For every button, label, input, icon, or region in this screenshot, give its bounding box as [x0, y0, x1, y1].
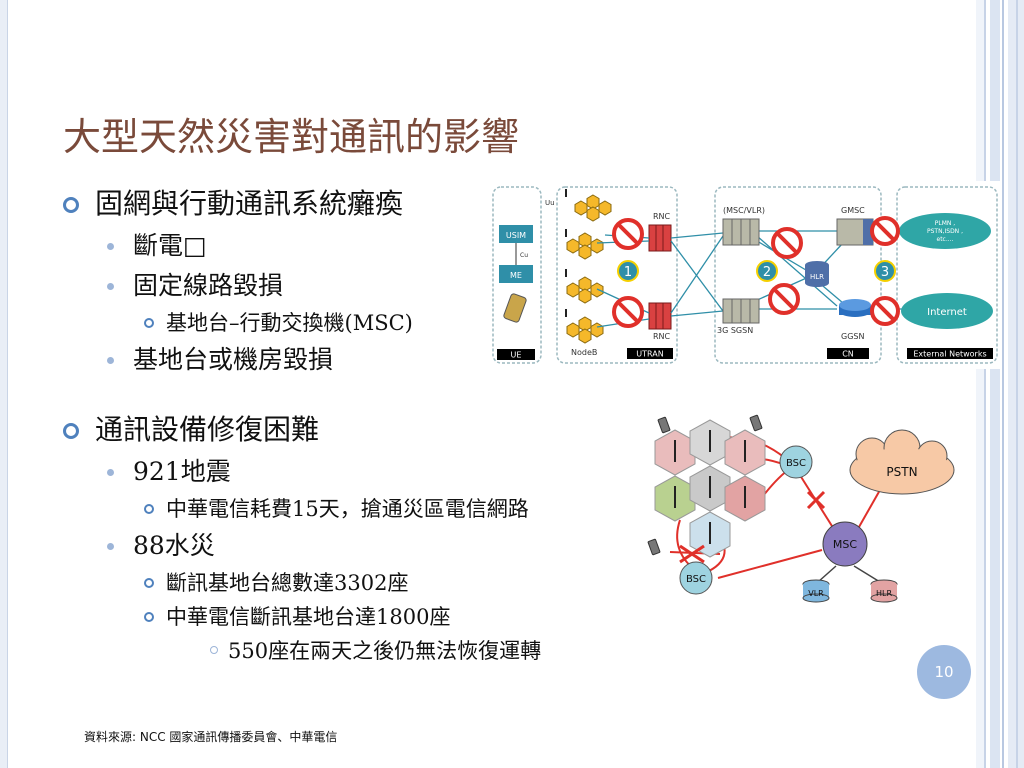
bullet-level3: 中華電信耗費15天，搶通災區電信網路 — [63, 492, 623, 526]
mobile-phone-icons — [647, 414, 763, 556]
pstn-isdn-label: PSTN,ISDN , — [927, 228, 963, 235]
phone-icon — [503, 293, 527, 323]
external-tag-label: External Networks — [913, 350, 986, 359]
bullet-dot-icon — [107, 357, 114, 364]
cn-tag-label: CN — [842, 350, 854, 359]
marker-1 — [617, 260, 639, 282]
bullet-level2: 固定線路毀損 — [63, 266, 623, 306]
bullet-ring-icon — [144, 504, 154, 514]
bullet-ring-icon — [144, 318, 154, 328]
rnc-top-rack — [648, 224, 672, 252]
gmsc-label: GMSC — [841, 206, 865, 215]
sgsn-label: 3G SGSN — [717, 326, 753, 335]
bullet-level2: 88水災 — [63, 526, 623, 566]
msc-vlr-label: (MSC/VLR) — [723, 206, 765, 215]
rnc-bottom-label: RNC — [653, 332, 671, 341]
bullet-dot-icon — [107, 469, 114, 476]
marker-3-label: 3 — [881, 265, 889, 280]
ue-tag-label: UE — [511, 351, 522, 360]
external-tag — [907, 348, 993, 359]
bullet-text: 基地台–行動交換機(MSC) — [166, 311, 413, 335]
external-group-box — [896, 186, 998, 364]
bullet-dot-icon — [107, 243, 114, 250]
slide-left-frame — [0, 0, 8, 768]
bullet-text: 基地台或機房毀損 — [133, 345, 334, 374]
utran-group-box — [556, 186, 678, 364]
slide-title: 大型天然災害對通訊的影響 — [63, 115, 520, 159]
hlr-label: HLR — [810, 273, 824, 281]
bullet-level3: 基地台–行動交換機(MSC) — [63, 306, 623, 340]
marker-1-label: 1 — [624, 265, 632, 280]
bullet-level2: 921地震 — [63, 452, 623, 492]
bullet-list: 固網與行動通訊系統癱瘓 斷電□ 固定線路毀損 基地台–行動交換機(MSC) 基地… — [63, 182, 623, 668]
bullet-level3: 中華電信斷訊基地台達1800座 — [63, 600, 623, 634]
internet-cloud — [901, 293, 993, 329]
cellular-network-diagram: BSC BSC PSTN MSC VLR HLR — [647, 414, 955, 603]
bsc-bottom-label: BSC — [686, 574, 706, 585]
bullet-ring-icon — [63, 197, 79, 213]
bullet-ring-icon — [210, 646, 218, 654]
bullet-text: 通訊設備修復困難 — [95, 413, 320, 446]
bullet-text: 固網與行動通訊系統癱瘓 — [95, 187, 404, 220]
uu-label: Uu — [545, 199, 555, 207]
bullet-text: 550座在兩天之後仍無法恢復運轉 — [228, 639, 542, 663]
plmn-label: PLMN , — [935, 220, 956, 227]
bullet-text: 斷訊基地台總數達3302座 — [166, 571, 409, 595]
bullet-text: 斷電□ — [133, 231, 207, 260]
page-number-badge: 10 — [917, 645, 971, 699]
antenna-icons — [565, 189, 567, 317]
ue-tag — [497, 349, 535, 360]
bsc-bottom-node — [679, 561, 713, 595]
marker-3 — [874, 260, 896, 282]
cut-link-x-icons — [679, 490, 826, 564]
me-box — [499, 265, 533, 283]
usim-label: USIM — [506, 231, 526, 240]
bullet-level1: 固網與行動通訊系統癱瘓 — [63, 182, 623, 226]
marker-2 — [756, 260, 778, 282]
utran-tag-label: UTRAN — [636, 350, 663, 359]
tower-icons — [674, 430, 746, 544]
ggsn-label: GGSN — [841, 332, 864, 341]
plmn-cloud — [899, 213, 991, 249]
me-label: ME — [510, 271, 522, 280]
usim-box — [499, 225, 533, 243]
vlr-label: VLR — [808, 589, 824, 598]
bullet-text: 固定線路毀損 — [133, 271, 284, 300]
bullet-ring-icon — [144, 578, 154, 588]
stop-sign-icons — [612, 216, 900, 328]
bullet-dot-icon — [107, 543, 114, 550]
bullet-ring-icon — [144, 612, 154, 622]
rnc-bottom-rack — [648, 302, 672, 330]
bullet-level4: 550座在兩天之後仍無法恢復運轉 — [63, 634, 623, 668]
cn-tag — [827, 348, 869, 359]
network-architecture-diagram: Uu USIM Cu ME UE — [487, 181, 1001, 369]
etc-label: etc.... — [937, 236, 954, 243]
msc-label: MSC — [833, 538, 857, 551]
bullet-level3: 斷訊基地台總數達3302座 — [63, 566, 623, 600]
bullet-text: 921地震 — [133, 457, 231, 486]
slide-right-decoration — [976, 0, 1024, 768]
bullet-dot-icon — [107, 283, 114, 290]
source-note: 資料來源: NCC 國家通訊傳播委員會、中華電信 — [84, 730, 338, 744]
nodeb-label: NodeB — [571, 348, 597, 357]
pstn-label: PSTN — [886, 465, 917, 479]
hlr-label: HLR — [876, 589, 892, 598]
msc-node — [822, 521, 868, 567]
bsc-top-label: BSC — [786, 458, 806, 469]
bullet-text: 88水災 — [133, 531, 215, 560]
internet-label: Internet — [927, 307, 967, 318]
ue-group-box — [492, 186, 542, 364]
cu-label: Cu — [520, 252, 528, 259]
bsc-top-node — [779, 445, 813, 479]
utran-tag — [627, 348, 673, 359]
bullet-level2: 基地台或機房毀損 — [63, 340, 623, 380]
bullet-text: 中華電信斷訊基地台達1800座 — [166, 605, 451, 629]
bullet-text: 中華電信耗費15天，搶通災區電信網路 — [166, 497, 529, 521]
rnc-top-label: RNC — [653, 212, 671, 221]
bullet-level2: 斷電□ — [63, 226, 623, 266]
bullet-level1: 通訊設備修復困難 — [63, 408, 623, 452]
marker-2-label: 2 — [763, 265, 771, 280]
bullet-ring-icon — [63, 423, 79, 439]
